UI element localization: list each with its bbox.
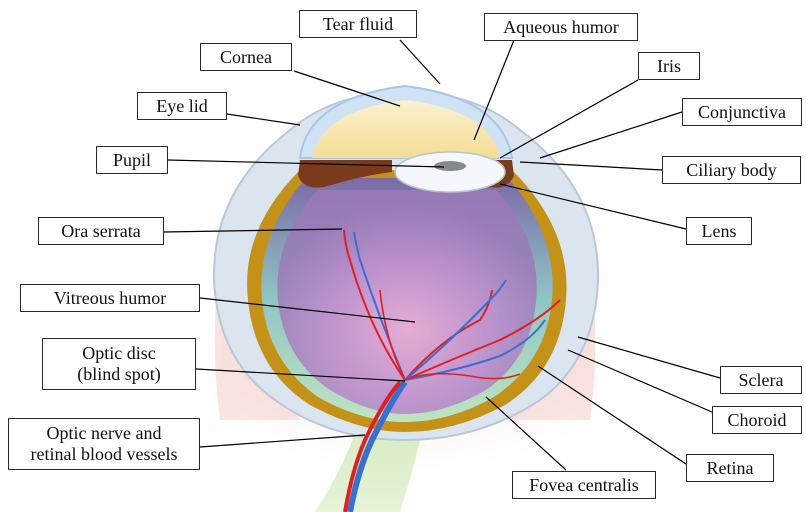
label-lens: Lens	[686, 217, 752, 245]
label-eye-lid: Eye lid	[137, 92, 227, 120]
label-vitreous-humor: Vitreous humor	[20, 284, 200, 312]
lens	[395, 152, 505, 192]
label-optic-disc: Optic disc (blind spot)	[42, 338, 196, 390]
label-fovea-centralis: Fovea centralis	[512, 471, 656, 499]
label-cornea: Cornea	[200, 43, 292, 71]
label-tear-fluid: Tear fluid	[299, 10, 417, 38]
label-sclera: Sclera	[720, 366, 802, 394]
label-iris: Iris	[638, 52, 700, 80]
label-optic-nerve: Optic nerve and retinal blood vessels	[8, 418, 200, 470]
label-conjunctiva: Conjunctiva	[682, 98, 802, 126]
pupil-shape	[434, 161, 466, 171]
label-ciliary-body: Ciliary body	[662, 156, 801, 184]
label-ora-serrata: Ora serrata	[38, 217, 164, 245]
label-choroid: Choroid	[712, 406, 802, 434]
label-optic-nerve-line1: Optic nerve and	[17, 423, 191, 444]
label-optic-disc-line2: (blind spot)	[51, 364, 187, 385]
label-aqueous-humor: Aqueous humor	[484, 13, 638, 41]
label-pupil: Pupil	[96, 146, 168, 174]
label-optic-nerve-line2: retinal blood vessels	[17, 444, 191, 465]
label-retina: Retina	[686, 454, 774, 482]
label-optic-disc-line1: Optic disc	[51, 343, 187, 364]
